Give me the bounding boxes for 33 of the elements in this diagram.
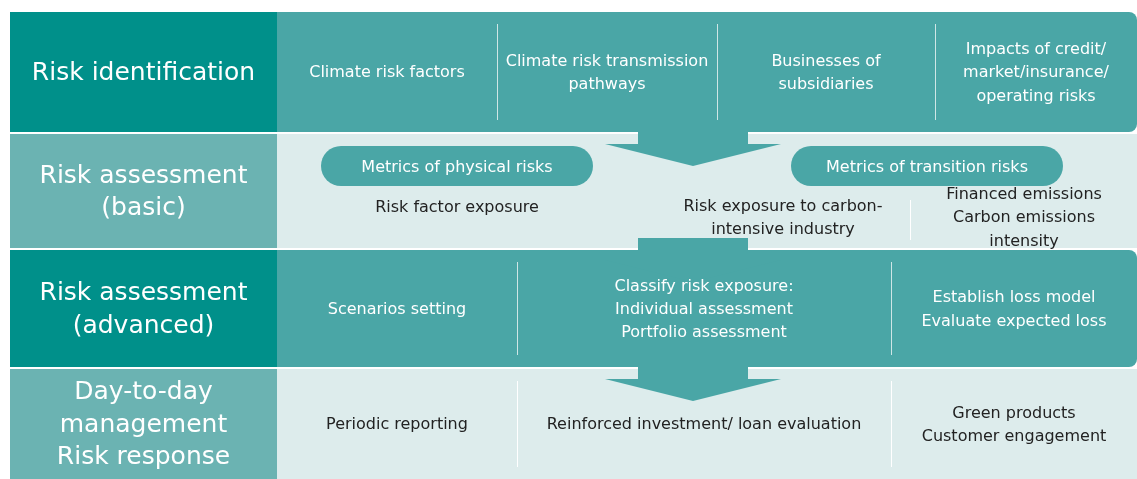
item-text: Carbon emissions intensity [952, 206, 1096, 252]
item-text: Green products [952, 401, 1076, 424]
band-panel [277, 134, 1137, 248]
cell-text: Climate risk factors [277, 12, 497, 132]
cell-text: Scenarios setting [277, 250, 517, 367]
band-panel [277, 369, 1137, 479]
cell-text: Risk factor exposure [321, 190, 593, 224]
item-text: Customer engagement [921, 425, 1107, 447]
item-text: Evaluate expected loss [921, 309, 1107, 332]
metric-pill: Metrics of physical risks [321, 146, 593, 186]
row-header [10, 12, 277, 132]
cell-text: Businesses of subsidiaries [717, 12, 935, 132]
cell-text: Periodic reporting [277, 369, 517, 479]
row-title: Risk assessment (advanced) [38, 276, 249, 341]
cell-text: Risk exposure to carbon-intensive industry [657, 190, 909, 244]
item-text: Individual assessment [615, 297, 793, 320]
cell-text: Climate risk transmission pathways [497, 12, 717, 132]
item-text: Establish loss model [932, 286, 1096, 309]
row-header [10, 134, 277, 248]
cell-text: Reinforced investment/ loan evaluation [517, 369, 891, 479]
row-title: Risk assessment (basic) [38, 158, 249, 223]
row-header [10, 369, 277, 479]
band-panel [277, 12, 1137, 132]
item-text: Portfolio assessment [621, 321, 787, 344]
item-text: Classify risk exposure: [614, 274, 794, 297]
cell-text: Impacts of credit/ market/insurance/ operating risks [935, 12, 1137, 132]
metric-pill: Metrics of transition risks [791, 146, 1063, 186]
band-panel [277, 250, 1137, 367]
row-title: Day-to-day management [58, 375, 229, 440]
row-title: Risk identification [31, 55, 256, 88]
row-title: Risk response [56, 440, 231, 473]
row-header [10, 250, 277, 367]
item-text: Financed emissions [946, 183, 1102, 206]
